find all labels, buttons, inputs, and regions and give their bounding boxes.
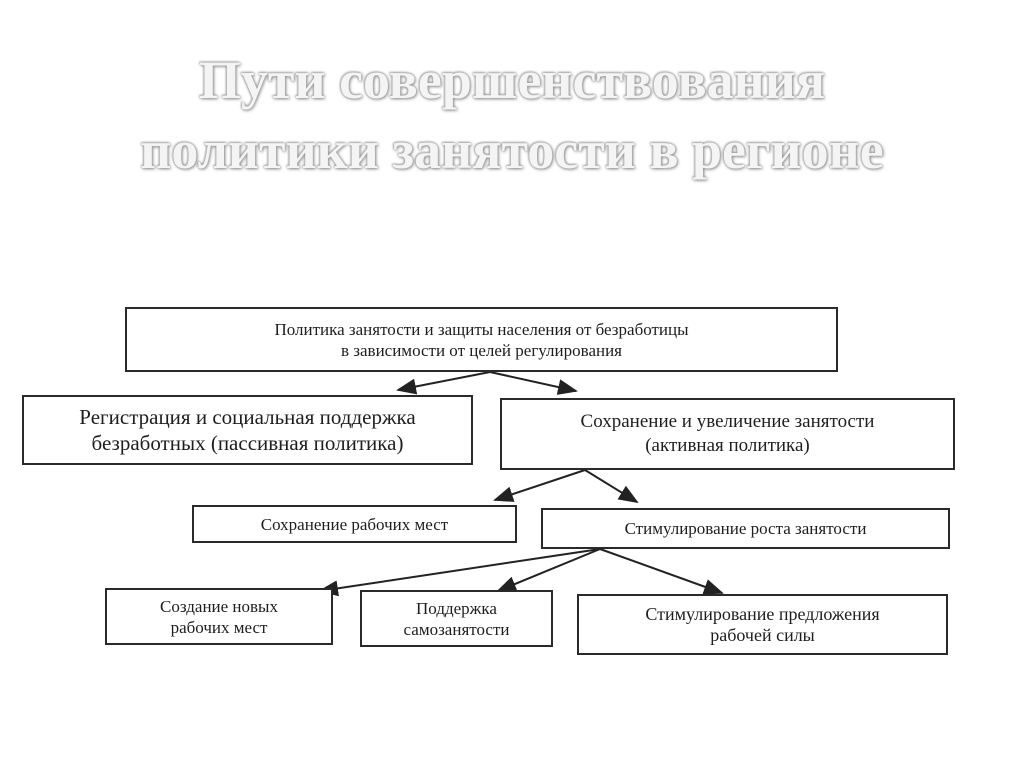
node-active-line-1: Сохранение и увеличение занятости [580,411,875,432]
node-root-line-1: Политика занятости и защиты населения от… [274,319,689,339]
arrow-active-preserve [493,469,586,502]
node-preserve: Сохранение рабочих мест [192,505,517,543]
node-stimulate-line-1: Стимулирование роста занятости [624,519,867,538]
arrow-root-passive [396,371,491,395]
node-supply-line-2: рабочей силы [710,624,815,645]
slide-title: Пути совершенствования политики занятост… [0,45,1024,185]
node-active: Сохранение и увеличение занятости (актив… [500,398,955,470]
arrow-root-active [489,371,578,395]
node-create-line-1: Создание новых [160,596,278,616]
node-active-line-2: (активная политика) [645,435,810,456]
arrow-active-stimulate [584,469,639,504]
node-preserve-line-1: Сохранение рабочих мест [260,514,449,534]
node-self: Поддержка самозанятости [360,590,553,647]
node-passive-line-2: безработных (пассивная политика) [91,431,404,455]
arrow-stimulate-create [318,548,601,597]
node-passive-line-1: Регистрация и социальная поддержка [79,405,416,429]
node-passive: Регистрация и социальная поддержка безра… [22,395,473,465]
node-create-line-2: рабочих мест [170,617,268,637]
title-line-2: политики занятости в регионе [140,120,884,180]
arrow-stimulate-supply [599,548,724,595]
arrow-stimulate-self [496,548,601,592]
node-self-line-2: самозанятости [403,619,510,639]
node-self-line-1: Поддержка [416,598,497,618]
title-line-1: Пути совершенствования [198,50,826,110]
node-supply: Стимулирование предложения рабочей силы [577,594,948,655]
node-create: Создание новых рабочих мест [105,588,333,645]
node-supply-line-1: Стимулирование предложения [645,603,880,624]
node-root: Политика занятости и защиты населения от… [125,307,838,372]
node-stimulate: Стимулирование роста занятости [541,508,950,549]
node-root-line-2: в зависимости от целей регулирования [341,340,622,360]
